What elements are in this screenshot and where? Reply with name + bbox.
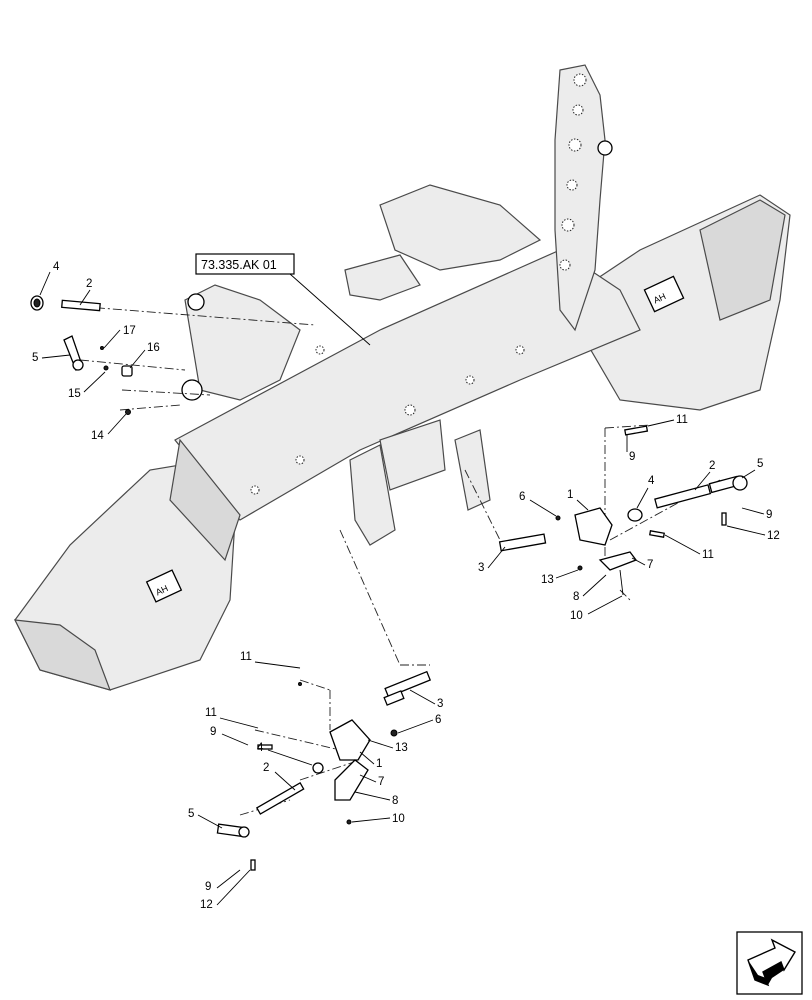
callout-4: 4 <box>53 261 60 273</box>
callout-1-right: 1 <box>567 489 573 501</box>
callout-5: 5 <box>32 352 38 364</box>
callout-13-lower: 13 <box>395 742 408 754</box>
callout-4-lower: 4 <box>257 742 264 754</box>
reference-code-box: 73.335.AK 01 <box>195 253 371 346</box>
callout-9b: 9 <box>766 509 772 521</box>
callout-8-lower: 8 <box>392 795 398 807</box>
callout-14: 14 <box>91 430 104 442</box>
upper-left-parts <box>30 295 133 415</box>
callout-17: 17 <box>123 325 136 337</box>
callout-2-lower: 2 <box>263 762 269 774</box>
callout-11a: 11 <box>676 414 688 426</box>
right-side-parts <box>498 425 748 596</box>
callouts-upper-left: 4 2 17 5 16 15 14 <box>32 261 160 442</box>
reference-code-text: 73.335.AK 01 <box>201 258 277 272</box>
callout-5-right: 5 <box>757 458 763 470</box>
callout-9a: 9 <box>629 451 635 463</box>
svg-text:AH: AH <box>652 291 668 305</box>
callout-3-right: 3 <box>478 562 484 574</box>
callout-7-right: 7 <box>647 559 653 571</box>
callout-9d: 9 <box>205 881 211 893</box>
callout-4-right: 4 <box>648 475 655 487</box>
callout-10-lower: 10 <box>392 813 405 825</box>
callout-8-right: 8 <box>573 591 579 603</box>
callout-12-right: 12 <box>767 530 780 542</box>
callout-13-right: 13 <box>541 574 554 586</box>
callout-2: 2 <box>86 278 92 290</box>
callout-12-lower: 12 <box>200 899 213 911</box>
callouts-right: 11 9 2 5 6 1 4 9 12 3 13 8 7 11 10 <box>478 414 780 622</box>
callout-15: 15 <box>68 388 81 400</box>
next-page-arrow-icon[interactable] <box>736 931 803 995</box>
callouts-lower: 11 3 11 6 9 4 13 1 2 7 8 10 5 9 12 <box>188 651 443 911</box>
callout-11c: 11 <box>240 651 252 663</box>
callout-7-lower: 7 <box>378 776 384 788</box>
callout-16: 16 <box>147 342 160 354</box>
callout-10-right: 10 <box>570 610 583 622</box>
lower-parts <box>216 670 432 871</box>
callout-6-right: 6 <box>519 491 525 503</box>
header-frame-assembly: AH AH <box>13 64 791 691</box>
callout-6-lower: 6 <box>435 714 441 726</box>
callout-5-lower: 5 <box>188 808 194 820</box>
callout-11b: 11 <box>702 549 714 561</box>
callout-9c: 9 <box>210 726 216 738</box>
callout-1-lower: 1 <box>376 758 382 770</box>
callout-3-lower: 3 <box>437 698 443 710</box>
callout-2-right: 2 <box>709 460 715 472</box>
callout-11d: 11 <box>205 707 217 719</box>
svg-text:AH: AH <box>154 583 170 597</box>
